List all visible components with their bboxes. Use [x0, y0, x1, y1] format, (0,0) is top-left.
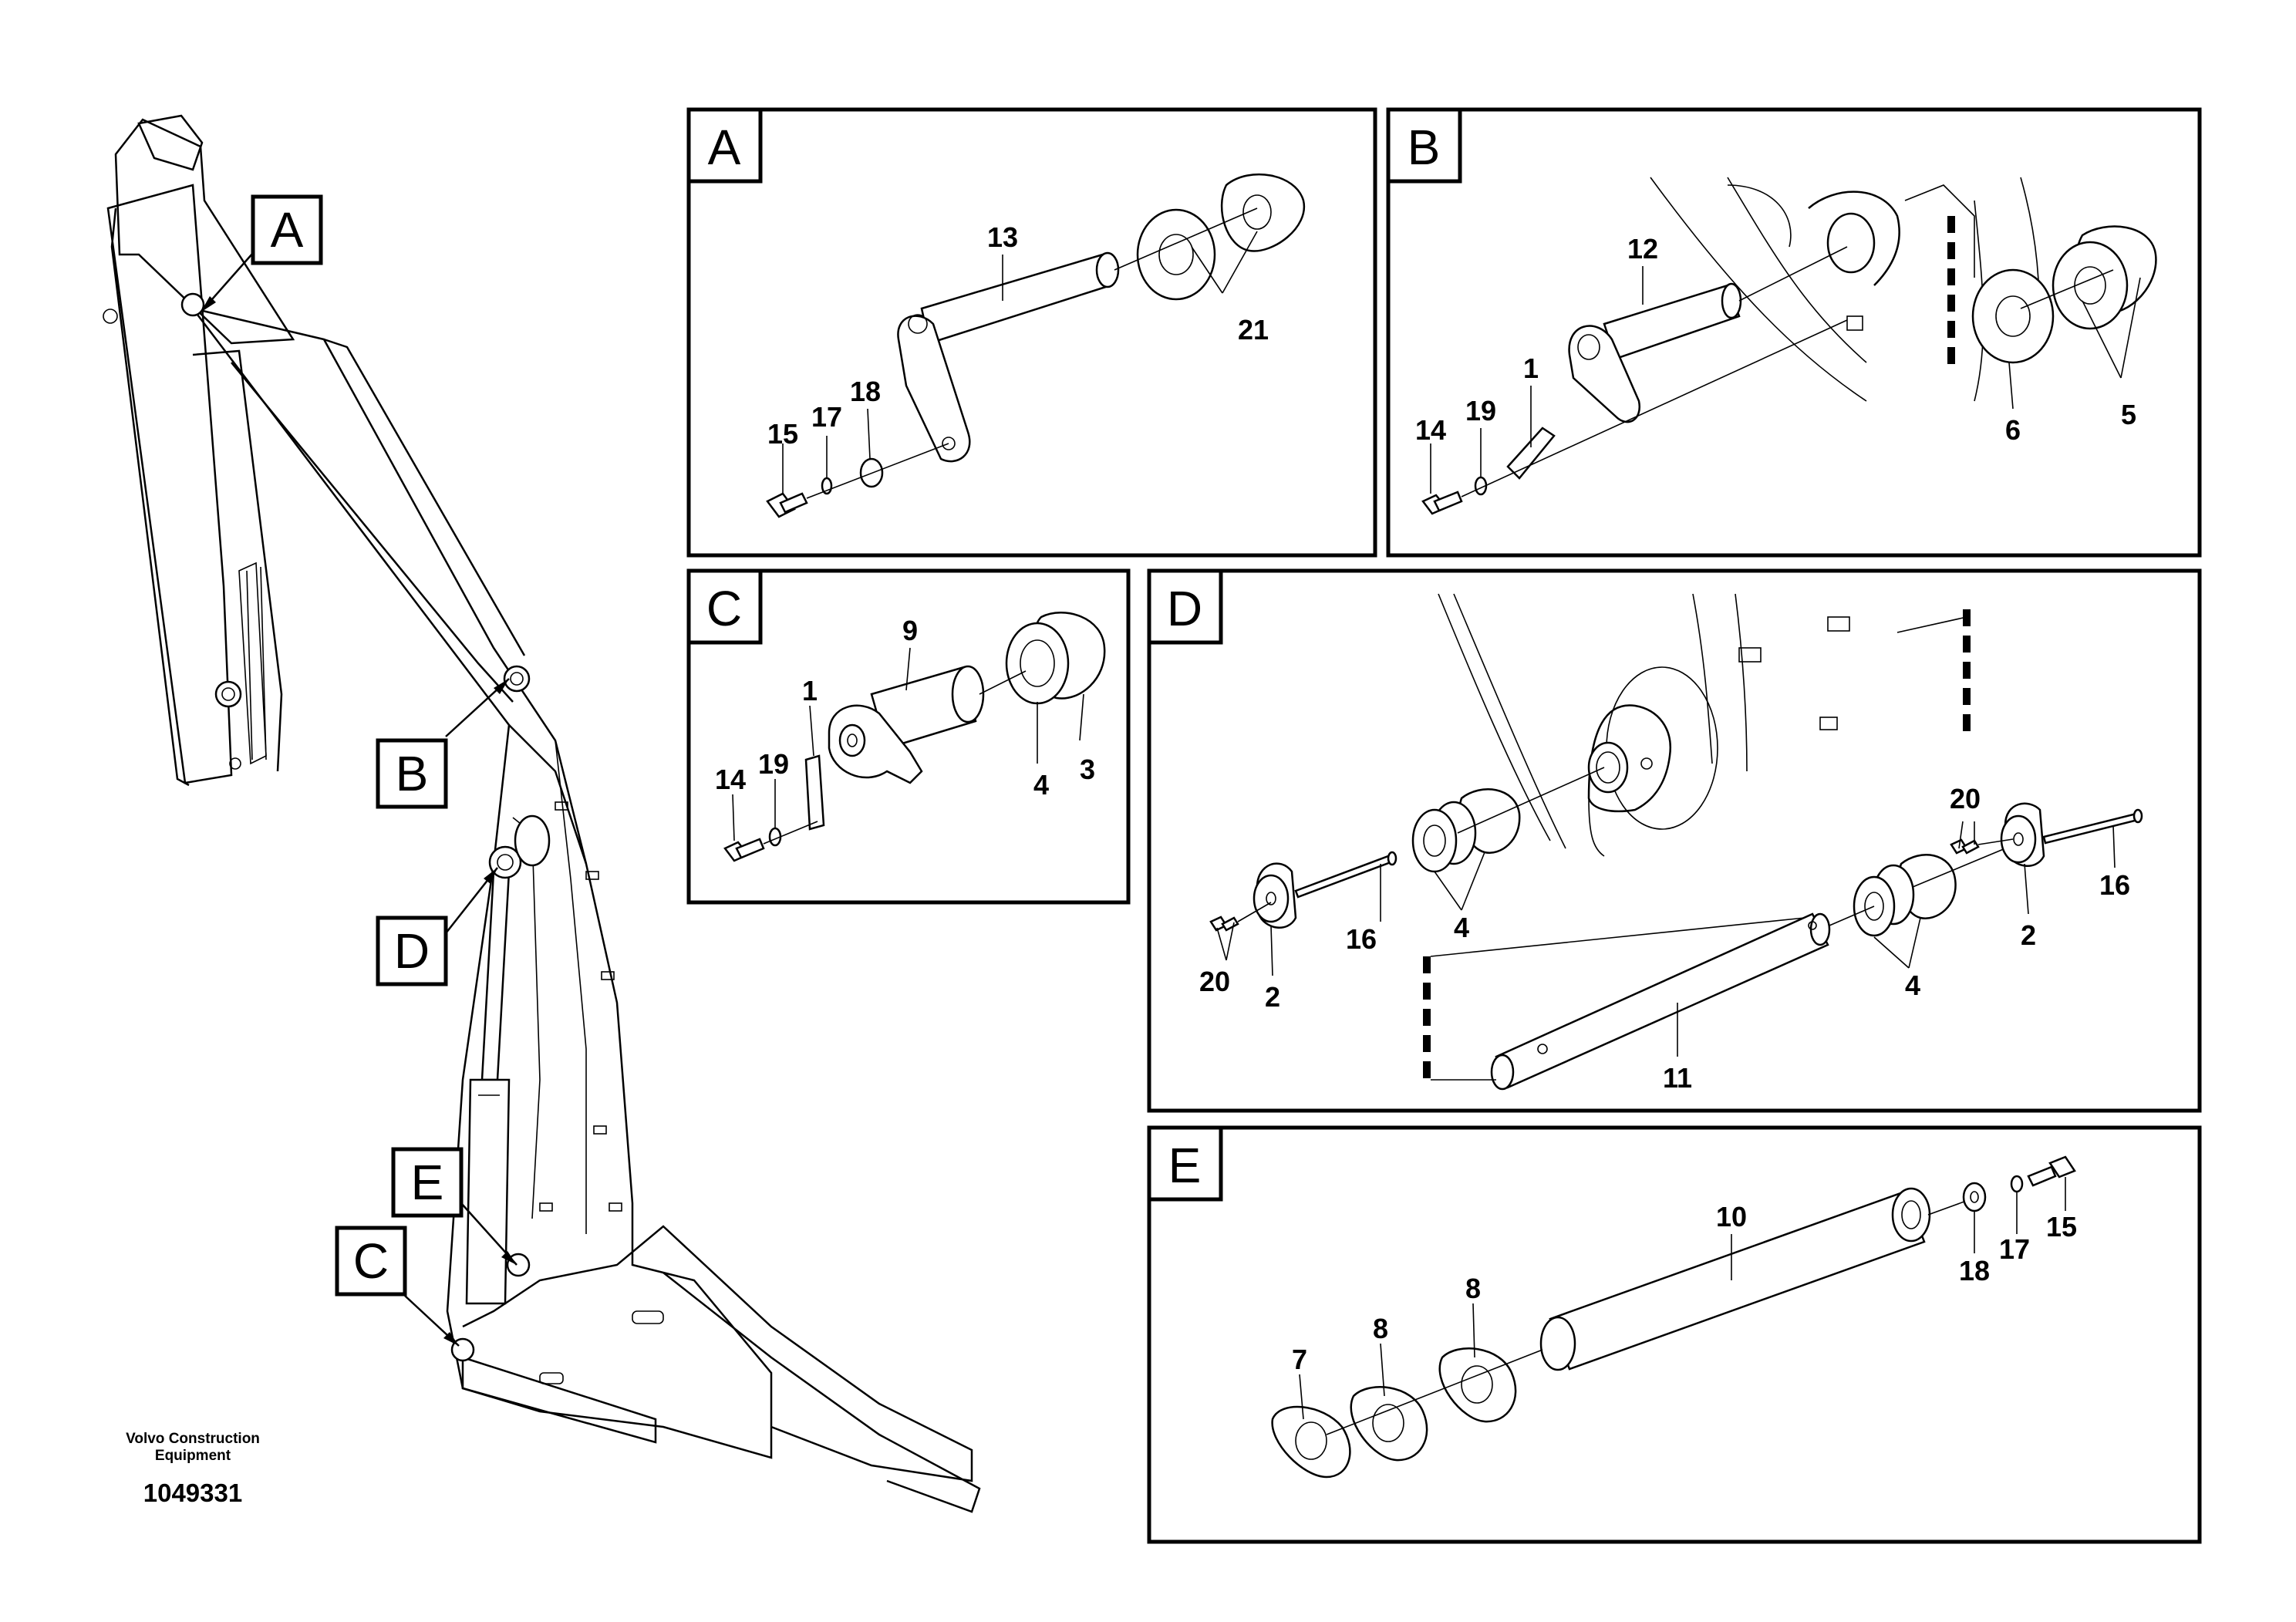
- label-4-lower: 4: [1905, 969, 1920, 1001]
- callout-b-letter: B: [396, 746, 429, 801]
- panel-b: B: [1386, 107, 2202, 558]
- callout-a: A: [251, 194, 323, 265]
- panel-c: C 9 1 14 19: [686, 568, 1131, 905]
- label-11: 11: [1663, 1062, 1692, 1094]
- label-20-right: 20: [1950, 783, 1981, 814]
- label-13: 13: [987, 221, 1018, 253]
- label-17: 17: [1999, 1233, 2030, 1265]
- brand-block: Volvo Construction Equipment 1049331: [126, 1431, 260, 1507]
- bolt-16-right: [2042, 812, 2139, 845]
- callout-b: B: [376, 738, 448, 809]
- label-6: 6: [2005, 414, 2021, 446]
- label-9: 9: [902, 615, 918, 646]
- label-5: 5: [2121, 399, 2136, 430]
- label-2-right: 2: [2021, 919, 2036, 951]
- bolt-16-left: [1294, 855, 1392, 899]
- label-1: 1: [802, 675, 818, 706]
- label-16-right: 16: [2099, 869, 2130, 901]
- label-18: 18: [850, 376, 881, 407]
- label-4-upper: 4: [1454, 912, 1469, 943]
- panel-d: D: [1147, 568, 2202, 1113]
- label-2-left: 2: [1265, 981, 1280, 1013]
- pin-11: [1490, 912, 1831, 1091]
- spacer-2-left: [1253, 862, 1297, 929]
- pin-12: [1568, 282, 1742, 423]
- label-15: 15: [767, 418, 798, 450]
- panel-d-letter: D: [1167, 581, 1202, 636]
- label-14: 14: [1415, 414, 1446, 446]
- panel-e: E: [1147, 1125, 2202, 1544]
- washer-8-back: [1438, 1347, 1517, 1423]
- brand-line-2: Equipment: [155, 1448, 231, 1464]
- label-20-left: 20: [1199, 966, 1230, 997]
- washer-6: [1971, 268, 2055, 364]
- panel-b-letter: B: [1408, 120, 1441, 175]
- washers-4-lower: [1853, 854, 1957, 937]
- label-4: 4: [1033, 769, 1049, 801]
- label-12: 12: [1627, 233, 1658, 265]
- bolt-14: [723, 838, 765, 862]
- brand-line-1: Volvo Construction: [126, 1431, 260, 1447]
- panel-a-letter: A: [708, 120, 741, 175]
- callout-c: C: [335, 1226, 407, 1297]
- label-3: 3: [1080, 754, 1095, 785]
- label-8-back: 8: [1465, 1273, 1481, 1304]
- bolt-20-left: [1209, 916, 1239, 932]
- washers-3-4: [1005, 612, 1106, 705]
- pin-9: [828, 665, 985, 784]
- callout-e-letter: E: [411, 1155, 444, 1210]
- panel-a: A 13 21 15: [686, 107, 1377, 558]
- panel-e-letter: E: [1168, 1138, 1202, 1193]
- washer-17: [2010, 1175, 2024, 1193]
- pin-10: [1539, 1187, 1931, 1371]
- washer-8-front: [1350, 1386, 1428, 1462]
- label-19: 19: [1465, 395, 1496, 427]
- washers-4-upper: [1411, 788, 1521, 873]
- label-19: 19: [758, 748, 789, 780]
- washer-18: [1962, 1182, 1987, 1212]
- spacer-2-right: [2000, 802, 2045, 867]
- label-1: 1: [1523, 352, 1539, 384]
- bolt-15: [766, 492, 808, 518]
- boom-overview: [103, 114, 981, 1513]
- panel-c-letter: C: [706, 581, 742, 636]
- label-15: 15: [2046, 1211, 2077, 1243]
- label-16-left: 16: [1346, 923, 1377, 955]
- label-7: 7: [1292, 1344, 1307, 1375]
- label-8-front: 8: [1373, 1313, 1388, 1344]
- label-14: 14: [715, 764, 746, 795]
- washers-5: [2052, 225, 2157, 330]
- label-10: 10: [1716, 1201, 1747, 1233]
- label-18: 18: [1959, 1255, 1990, 1286]
- callout-e: E: [391, 1147, 464, 1218]
- pin-13: [897, 251, 1120, 463]
- bolt-15: [2027, 1155, 2076, 1187]
- callout-d-letter: D: [394, 923, 430, 979]
- bolt-14: [1421, 491, 1463, 515]
- washers-21: [1136, 174, 1306, 301]
- label-21: 21: [1238, 314, 1269, 346]
- callout-d: D: [376, 916, 448, 986]
- lock-plate-1: [804, 754, 825, 831]
- callout-a-letter: A: [271, 202, 304, 258]
- overview-leaders: [200, 252, 518, 1347]
- label-17: 17: [811, 401, 842, 433]
- washer-7: [1271, 1405, 1351, 1479]
- callout-c-letter: C: [353, 1233, 389, 1289]
- drawing-number: 1049331: [143, 1479, 242, 1507]
